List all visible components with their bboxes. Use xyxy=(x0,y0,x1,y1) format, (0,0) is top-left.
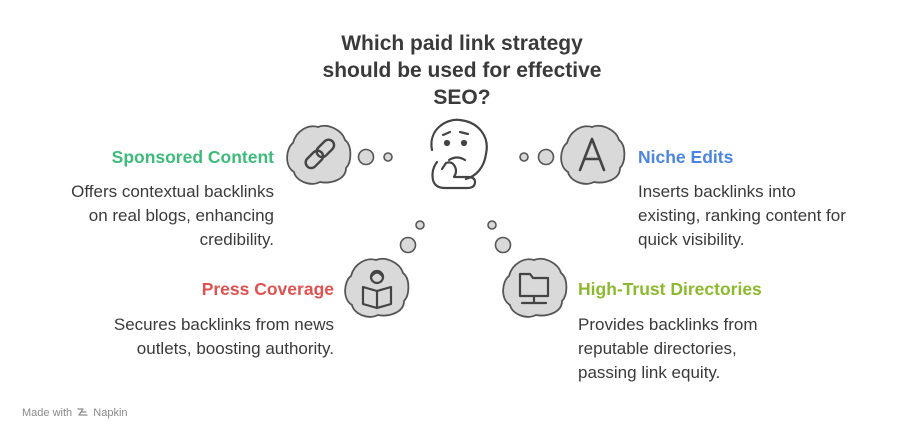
title-line-2: should be used for effective xyxy=(322,59,602,82)
footer-made-with: Made with xyxy=(22,407,73,419)
description-line: existing, ranking content for xyxy=(638,206,846,225)
thought-dot xyxy=(494,236,512,254)
made-with-napkin-footer[interactable]: Made with Napkin xyxy=(22,407,128,419)
title-line-1: Which paid link strategy xyxy=(341,32,583,55)
press-coverage-label: Press Coverage xyxy=(201,279,334,299)
thought-dot xyxy=(487,220,497,230)
press-coverage-heading: Press Coverage xyxy=(202,278,334,300)
sponsored-content-heading: Sponsored Content xyxy=(112,146,274,168)
high-trust-directories-description: Provides backlinks from reputable direct… xyxy=(578,313,758,385)
letter-a-icon xyxy=(578,137,606,172)
folder-network-icon xyxy=(518,272,550,305)
description-line: on real blogs, enhancing xyxy=(88,206,274,225)
reading-person-icon xyxy=(361,269,393,310)
high-trust-directories-label: High-Trust Directories xyxy=(578,279,762,299)
niche-edits-label: Niche Edits xyxy=(638,147,734,167)
description-line: Offers contextual backlinks xyxy=(71,182,274,201)
thought-dot xyxy=(415,220,425,230)
description-line: Provides backlinks from xyxy=(578,315,758,334)
thought-dot xyxy=(537,148,555,166)
thought-dot xyxy=(383,152,393,162)
footer-brand: Napkin xyxy=(93,407,128,419)
thought-dot xyxy=(357,148,375,166)
thought-dot xyxy=(519,152,529,162)
thought-dot xyxy=(399,236,417,254)
description-line: reputable directories, xyxy=(578,339,737,358)
diagram-title: Which paid link strategy should be used … xyxy=(262,30,662,111)
napkin-logo-icon xyxy=(77,408,88,416)
niche-edits-heading: Niche Edits xyxy=(638,146,733,168)
thought-dots xyxy=(357,148,555,254)
description-line: passing link equity. xyxy=(578,363,721,382)
chain-link-icon xyxy=(304,138,336,170)
description-line: Inserts backlinks into xyxy=(638,182,796,201)
sponsored-content-label: Sponsored Content xyxy=(111,147,274,167)
niche-edits-icon-badge xyxy=(560,125,626,185)
sponsored-content-icon-badge xyxy=(286,125,352,185)
high-trust-directories-heading: High-Trust Directories xyxy=(578,278,762,300)
press-coverage-description: Secures backlinks from news outlets, boo… xyxy=(114,313,334,361)
high-trust-directories-icon-badge xyxy=(502,258,568,318)
sponsored-content-description: Offers contextual backlinks on real blog… xyxy=(71,180,274,252)
description-line: Secures backlinks from news xyxy=(113,315,334,334)
description-line: quick visibility. xyxy=(638,230,745,249)
press-coverage-icon-badge xyxy=(344,258,410,318)
thinking-face-icon xyxy=(430,118,488,190)
title-line-3: SEO? xyxy=(433,86,491,109)
description-line: outlets, boosting authority. xyxy=(136,339,334,358)
description-line: credibility. xyxy=(199,230,274,249)
niche-edits-description: Inserts backlinks into existing, ranking… xyxy=(638,180,846,252)
